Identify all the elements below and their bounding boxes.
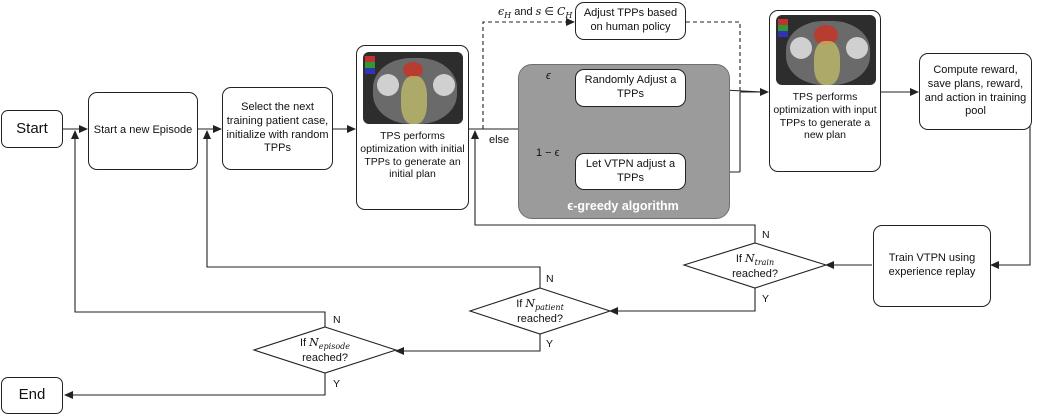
decision-n-episode-diamond <box>252 326 398 374</box>
epsilon-greedy-title: ϵ-greedy algorithm <box>567 199 679 213</box>
tps-input-label: TPS performs optimization with input TPP… <box>773 91 877 142</box>
end-label: End <box>18 386 46 404</box>
tps-input-node: TPS performs optimization with input TPP… <box>769 10 881 172</box>
one-minus-epsilon-label: 1 − ϵ <box>536 147 560 159</box>
n-train-no-label: N <box>762 229 770 241</box>
edge-human-policy-out <box>686 21 741 92</box>
decision-n-patient-label: If Npatient reached? <box>516 297 564 326</box>
edge-npatient-no <box>203 130 541 288</box>
train-vtpn-node: Train VTPN using experience replay <box>873 225 991 307</box>
edge-ntrain-no <box>471 130 756 243</box>
epsilon-label: ϵ <box>546 70 551 82</box>
edge-nepisode-no <box>71 130 326 327</box>
decision-n-train-label: If Ntrain reached? <box>732 252 778 281</box>
ct-scan-image <box>363 52 463 124</box>
decision-n-episode-label: If Nepisode reached? <box>300 336 350 365</box>
vtpn-adjust-node: Let VTPN adjust a TPPs <box>575 153 686 190</box>
edge-human-policy-in <box>482 18 575 129</box>
tps-initial-node: TPS performs optimization with initial T… <box>356 45 469 210</box>
adjust-human-policy-node: Adjust TPPs based on human policy <box>575 2 686 40</box>
start-node: Start <box>1 110 63 148</box>
n-patient-yes-label: Y <box>546 338 554 350</box>
random-adjust-label: Randomly Adjust a TPPs <box>584 74 677 100</box>
ct-scan-image <box>776 15 876 85</box>
decision-n-train-diamond <box>682 242 828 289</box>
select-case-node: Select the next training patient case, i… <box>222 87 333 170</box>
edge-npatient-yes <box>395 334 541 355</box>
new-episode-node: Start a new Episode <box>88 92 198 170</box>
decision-n-patient-diamond <box>468 287 612 335</box>
else-label: else <box>489 134 510 146</box>
end-node: End <box>1 377 63 414</box>
edge-ntrain-yes <box>609 288 756 315</box>
edge-nepisode-yes <box>64 373 326 399</box>
select-case-label: Select the next training patient case, i… <box>226 101 329 155</box>
start-label: Start <box>16 119 48 137</box>
compute-reward-label: Compute reward, save plans, reward, and … <box>924 64 1027 118</box>
n-episode-no-label: N <box>333 314 341 326</box>
tps-initial-label: TPS performs optimization with initial T… <box>360 130 465 181</box>
edge-reward-to-train <box>990 92 1031 269</box>
random-adjust-node: Randomly Adjust a TPPs <box>575 69 686 107</box>
n-train-yes-label: Y <box>762 293 770 305</box>
n-patient-no-label: N <box>546 273 554 285</box>
new-episode-label: Start a new Episode <box>93 124 193 137</box>
vtpn-adjust-label: Let VTPN adjust a TPPs <box>585 157 676 184</box>
train-vtpn-label: Train VTPN using experience replay <box>888 252 976 278</box>
adjust-human-policy-label: Adjust TPPs based on human policy <box>583 7 678 33</box>
n-episode-yes-label: Y <box>333 378 341 390</box>
condition-human-label: ϵH and s ∈ CH <box>498 5 573 21</box>
compute-reward-node: Compute reward, save plans, reward, and … <box>919 53 1032 130</box>
